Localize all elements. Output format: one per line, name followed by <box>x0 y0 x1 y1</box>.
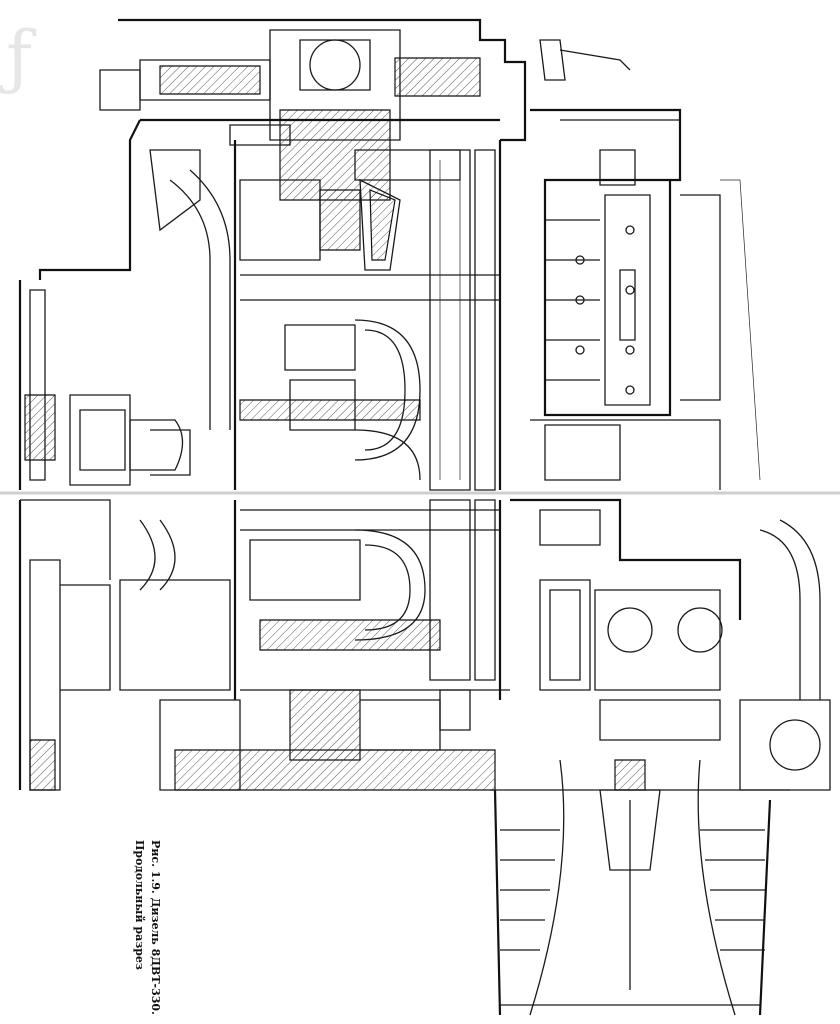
figure-caption: Рис. 1.9. Дизель 8ДВТ-330. Продольный ра… <box>128 840 188 1020</box>
left-intake <box>18 118 500 490</box>
cylinder-block-upper <box>233 140 502 491</box>
turbocharger <box>490 498 831 1016</box>
fuel-pump-block <box>530 39 761 490</box>
caption-title: Рис. 1.9. Дизель 8ДВТ-330. <box>149 840 162 1015</box>
top-housing <box>99 18 527 201</box>
cylinder-block-lower <box>18 499 510 791</box>
caption-subtitle: Продольный разрез <box>133 840 146 970</box>
watermark-mark: ƒ <box>6 16 32 98</box>
